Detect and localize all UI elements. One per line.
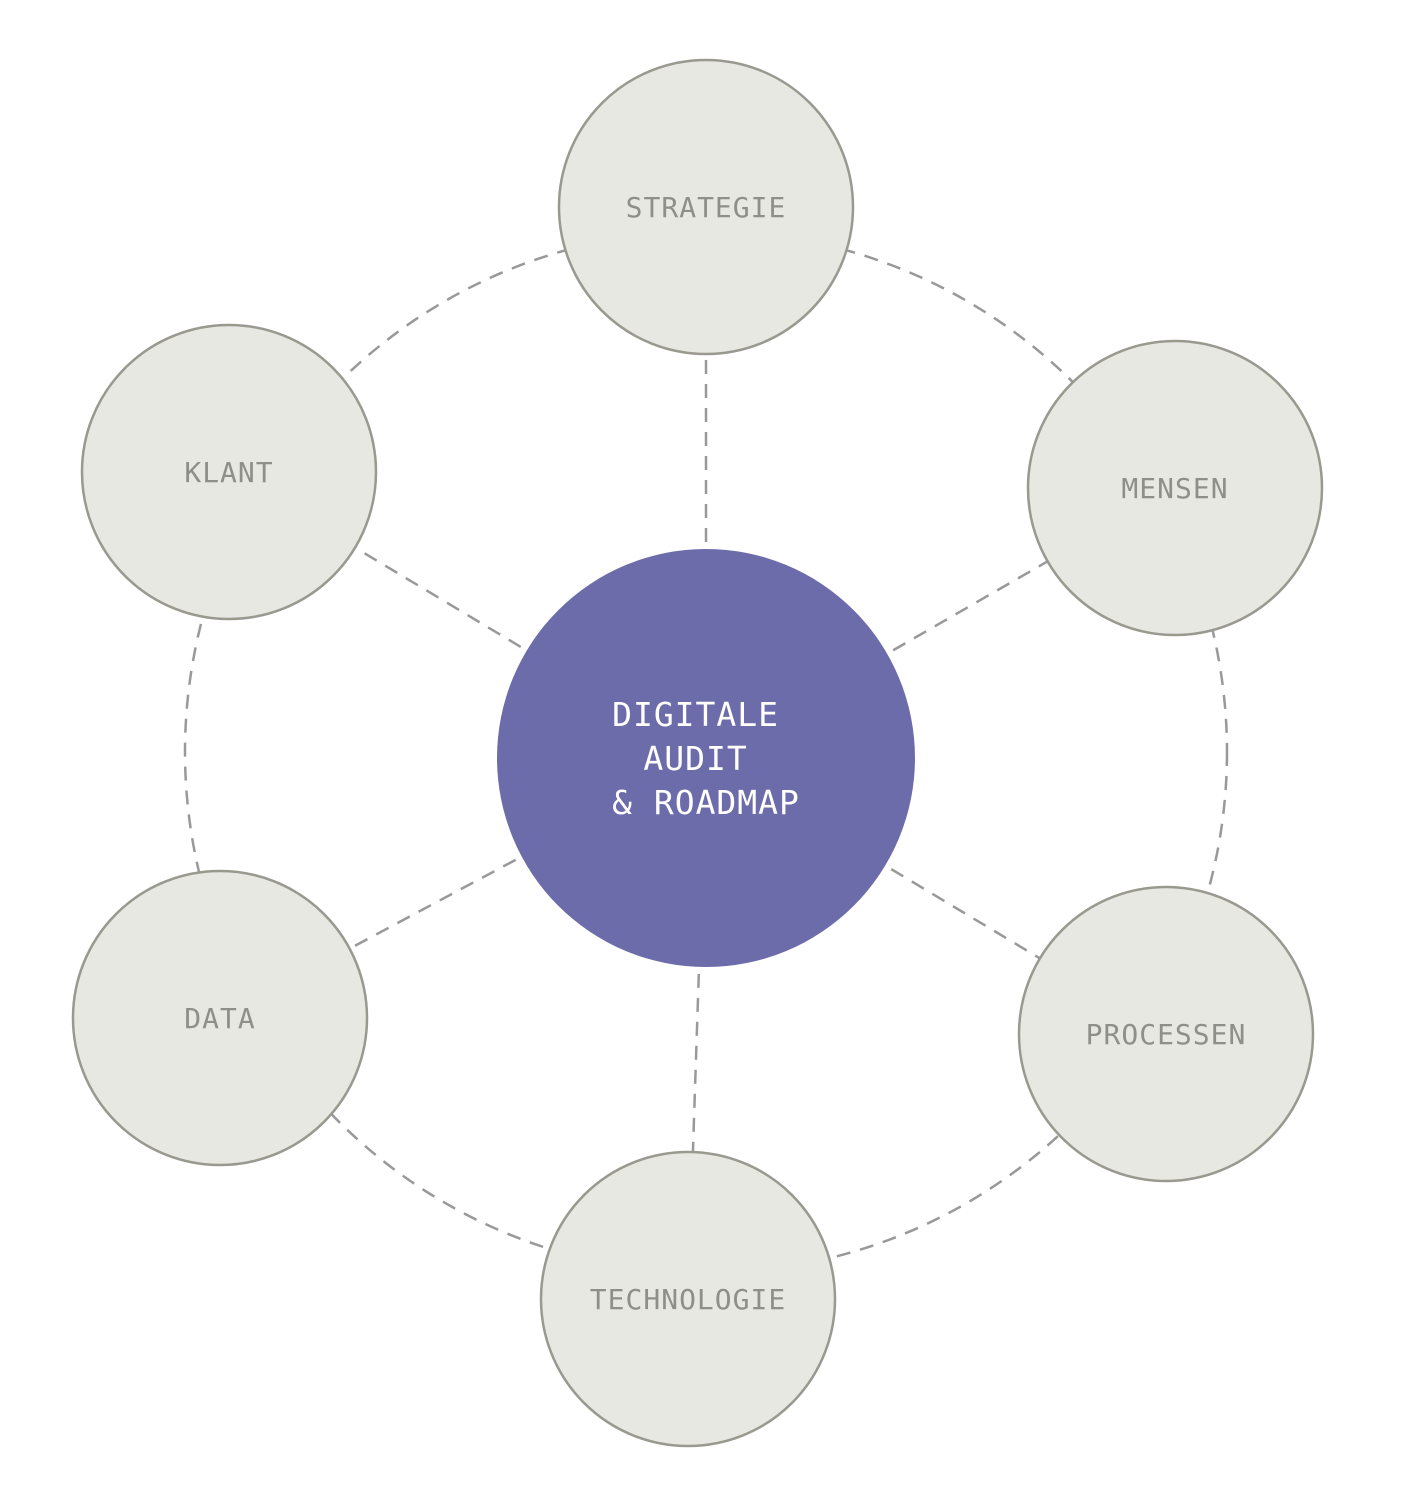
node-circle [80, 323, 378, 621]
node-label: MENSEN [1121, 472, 1228, 505]
spoke-technologie [686, 757, 708, 1300]
hub-line-3: & ROADMAP [612, 783, 800, 822]
hub-circle [497, 549, 915, 967]
node-label: TECHNOLOGIE [590, 1283, 786, 1316]
node-label: DATA [184, 1002, 255, 1035]
node-technologie: TECHNOLOGIE [539, 1150, 837, 1448]
nodes: STRATEGIE MENSEN PROCESSEN TECHNOLOGIE DATA K… [71, 58, 1324, 1448]
hub-label: DIGITALE AUDIT & ROADMAP [612, 695, 800, 822]
node-processen: PROCESSEN [1017, 885, 1315, 1183]
node-circle [539, 1150, 837, 1448]
node-strategie: STRATEGIE [557, 58, 855, 356]
node-circle [71, 869, 369, 1167]
node-label: PROCESSEN [1086, 1018, 1247, 1051]
hub: DIGITALE AUDIT & ROADMAP [497, 549, 915, 967]
node-data: DATA [71, 869, 369, 1167]
node-circle [1026, 339, 1324, 637]
spoke-processen [705, 756, 1167, 1036]
node-label: STRATEGIE [626, 191, 787, 224]
spoke-mensen [705, 486, 1176, 760]
node-label: KLANT [184, 456, 273, 489]
node-circle [557, 58, 855, 356]
node-mensen: MENSEN [1026, 339, 1324, 637]
node-circle [1017, 885, 1315, 1183]
node-klant: KLANT [80, 323, 378, 621]
hub-line-1: DIGITALE [612, 695, 779, 734]
hub-line-2: AUDIT [643, 739, 747, 778]
